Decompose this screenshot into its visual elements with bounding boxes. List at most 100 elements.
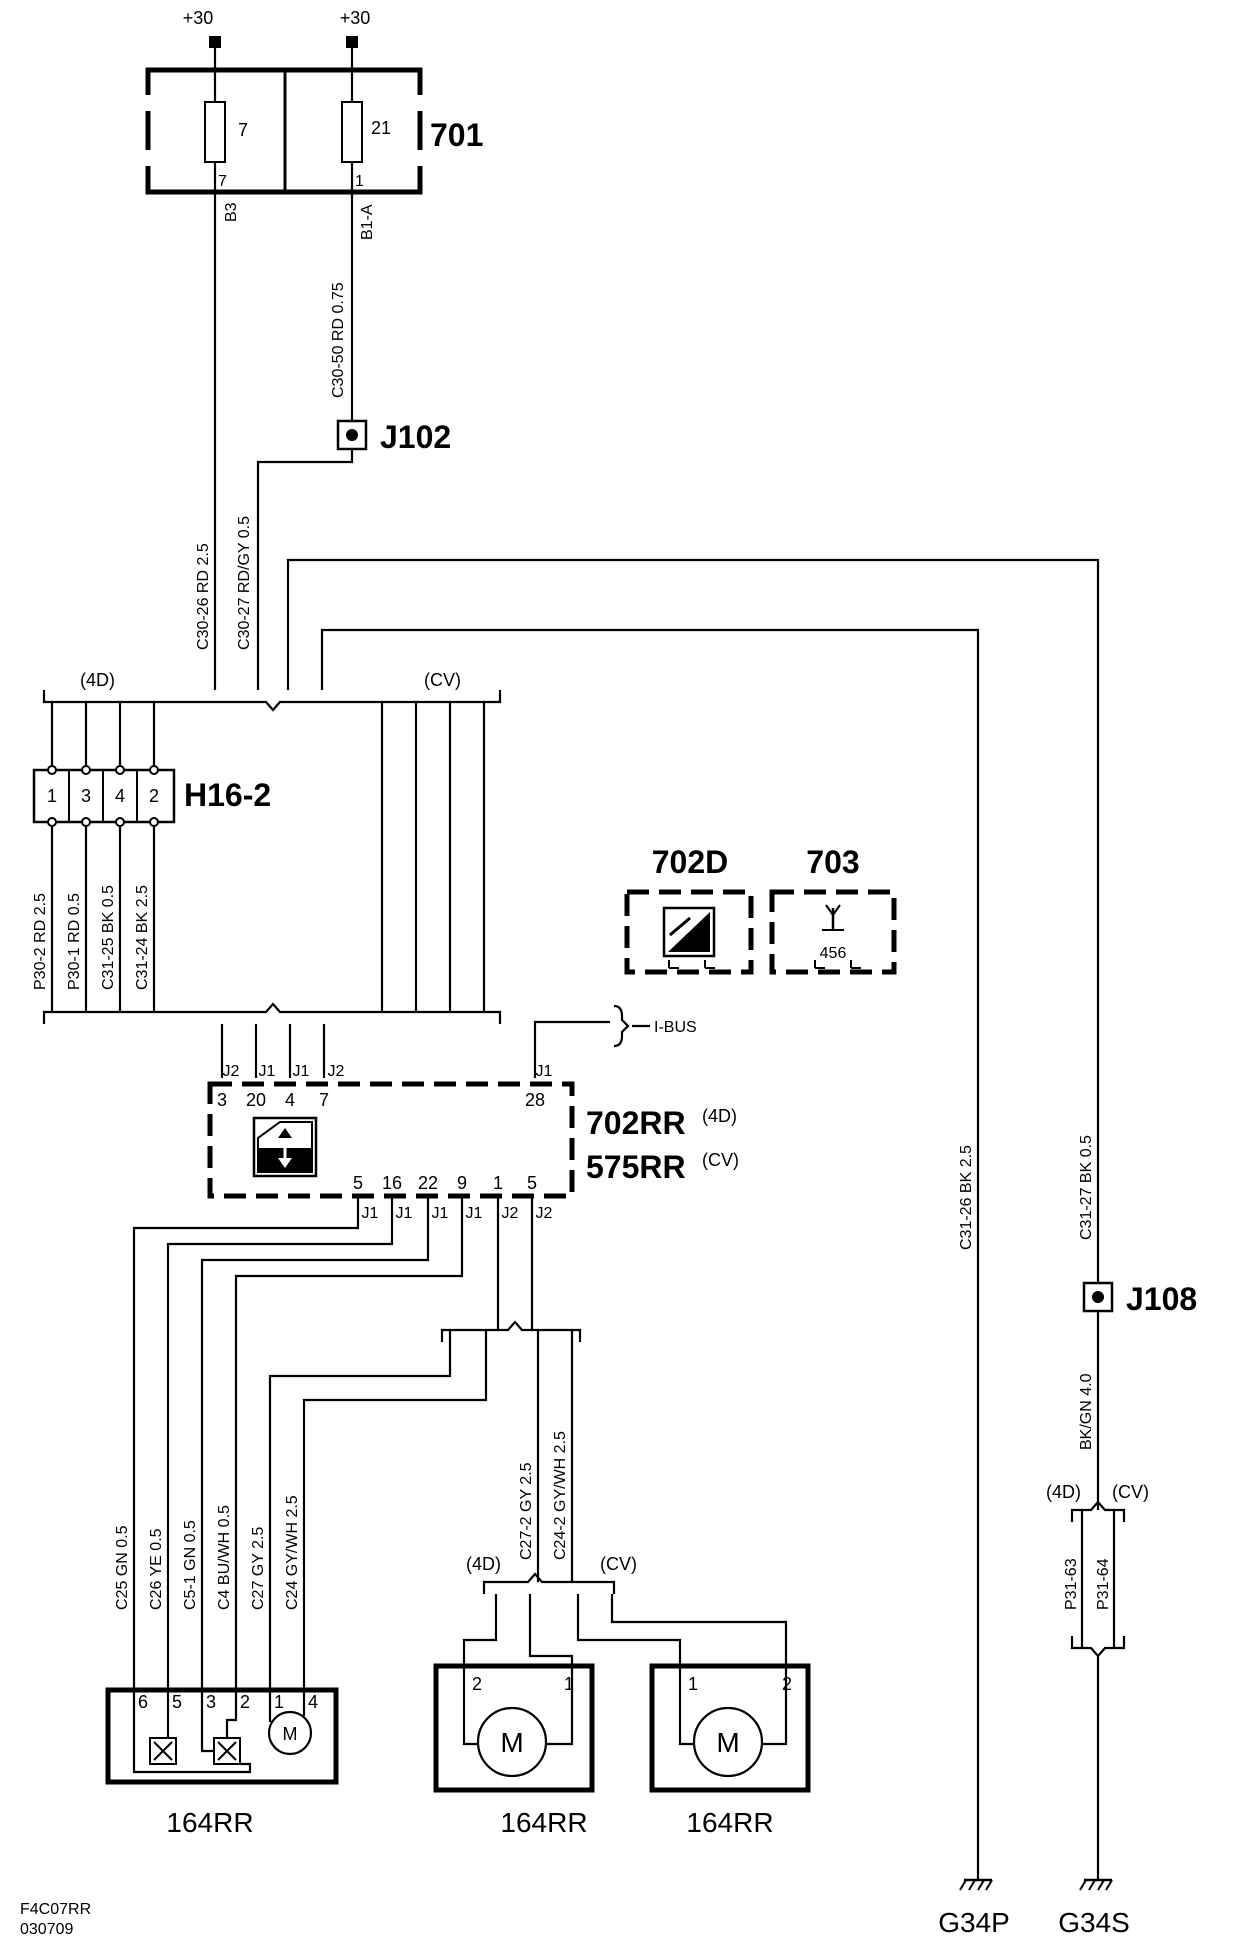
power-label-left: +30 xyxy=(183,8,214,28)
power-label-right: +30 xyxy=(340,8,371,28)
ctrl-bottom-pin: 5 xyxy=(353,1173,363,1193)
fuse-left-number: 7 xyxy=(238,120,248,140)
ctrl-bottom-conn: J1 xyxy=(362,1205,379,1222)
ctrl-top-pin: 7 xyxy=(319,1090,329,1110)
ctrl-top-conn: J2 xyxy=(223,1063,240,1080)
motor-left-pin: 1 xyxy=(274,1692,284,1712)
motor-mid-pin-a: 2 xyxy=(472,1674,482,1694)
ground-g34s-label: G34S xyxy=(1058,1907,1130,1938)
controller-label-a-suffix: (4D) xyxy=(702,1106,737,1126)
wire-label-c26: C26 YE 0.5 xyxy=(148,1528,165,1610)
wire-label-c27-2: C27-2 GY 2.5 xyxy=(518,1462,535,1560)
motor-left-pin: 2 xyxy=(240,1692,250,1712)
wire-label-p30-2: P30-2 RD 2.5 xyxy=(32,893,49,990)
wire-label-c30-26: C30-26 RD 2.5 xyxy=(195,543,212,650)
wire-label-c27: C27 GY 2.5 xyxy=(250,1527,267,1610)
motor-mid-m: M xyxy=(500,1727,523,1758)
controller-label-b: 575RR xyxy=(586,1149,686,1185)
wire-label-p31-64: P31-64 xyxy=(1095,1558,1112,1610)
fuse-right-terminal: B1-A xyxy=(359,204,376,240)
fusebox-701: 7 21 7 1 xyxy=(142,67,426,195)
wire-label-c5-1: C5-1 GN 0.5 xyxy=(182,1520,199,1610)
module-702d-label: 702D xyxy=(652,844,729,880)
wire-label-p31-63: P31-63 xyxy=(1063,1558,1080,1610)
ctrl-top-conn: J1 xyxy=(293,1063,310,1080)
motor-left-pin: 5 xyxy=(172,1692,182,1712)
variant-4d-top: (4D) xyxy=(80,670,115,690)
ibus-label: I-BUS xyxy=(654,1019,697,1036)
fusebox-id: 701 xyxy=(430,117,483,153)
motor-mid-pin-b: 1 xyxy=(564,1674,574,1694)
module-703-pin: 456 xyxy=(820,945,847,962)
ctrl-bottom-pin: 1 xyxy=(493,1173,503,1193)
variant-cv-lower: (CV) xyxy=(600,1554,637,1574)
ctrl-top-conn: J2 xyxy=(328,1063,345,1080)
power-terminal-left xyxy=(209,36,221,48)
wire-label-c31-26: C31-26 BK 2.5 xyxy=(958,1145,975,1250)
variant-4d-lower: (4D) xyxy=(466,1554,501,1574)
motor-left-pin: 3 xyxy=(206,1692,216,1712)
wire-label-c25: C25 GN 0.5 xyxy=(114,1525,131,1610)
wire-label-bkgn: BK/GN 4.0 xyxy=(1078,1373,1095,1450)
motor-right-m: M xyxy=(716,1727,739,1758)
wire-label-c24: C24 GY/WH 2.5 xyxy=(284,1495,301,1610)
ctrl-top-pin: 4 xyxy=(285,1090,295,1110)
junction-j108-label: J108 xyxy=(1126,1281,1197,1317)
wire-label-c4: C4 BU/WH 0.5 xyxy=(216,1505,233,1610)
junction-j102-label: J102 xyxy=(380,419,451,455)
ground-g34p-icon xyxy=(959,1878,993,1891)
ctrl-top-pin: 3 xyxy=(217,1090,227,1110)
h16-pin: 2 xyxy=(149,786,159,806)
fuse-left-terminal: B3 xyxy=(223,202,240,222)
variant-4d-right: (4D) xyxy=(1046,1482,1081,1502)
ctrl-bottom-pin: 22 xyxy=(418,1173,438,1193)
window-switch-icon xyxy=(662,906,716,969)
ctrl-bottom-pin: 9 xyxy=(457,1173,467,1193)
fuse-right-number: 21 xyxy=(371,118,391,138)
motor-left-pin: 4 xyxy=(308,1692,318,1712)
footer-code: F4C07RR xyxy=(20,1901,91,1918)
footer-date: 030709 xyxy=(20,1921,73,1938)
window-lift-icon xyxy=(252,1116,318,1178)
motor-right-pin-a: 1 xyxy=(688,1674,698,1694)
ctrl-bottom-conn: J2 xyxy=(536,1205,553,1222)
ctrl-bottom-conn: J1 xyxy=(396,1205,413,1222)
fuse-right-pin: 1 xyxy=(355,173,364,190)
ctrl-top-conn: J1 xyxy=(259,1063,276,1080)
ctrl-top-conn: J1 xyxy=(536,1063,553,1080)
connector-h16-label: H16-2 xyxy=(184,777,271,813)
h16-pin: 4 xyxy=(115,786,125,806)
ctrl-top-pin: 20 xyxy=(246,1090,266,1110)
window-motor-left: 6 5 3 2 1 4 M xyxy=(105,1687,339,1785)
connector-h16-2: 1 3 4 2 xyxy=(32,765,176,827)
power-terminal-right xyxy=(346,36,358,48)
ctrl-bottom-pin: 16 xyxy=(382,1173,402,1193)
wire-label-c30-50: C30-50 RD 0.75 xyxy=(330,282,347,398)
window-motor-right: 1 2 M xyxy=(649,1663,811,1793)
window-motor-middle: 2 1 M xyxy=(433,1663,595,1793)
motor-left-label: 164RR xyxy=(166,1807,253,1838)
fuse-7 xyxy=(204,101,226,163)
ctrl-bottom-conn: J1 xyxy=(432,1205,449,1222)
antenna-icon xyxy=(814,904,861,969)
ground-g34p-label: G34P xyxy=(938,1907,1010,1938)
motor-left-m: M xyxy=(283,1724,298,1744)
motor-right-label: 164RR xyxy=(686,1807,773,1838)
controller-label-a: 702RR xyxy=(586,1105,686,1141)
wire-label-c31-27: C31-27 BK 0.5 xyxy=(1078,1135,1095,1240)
motor-mid-label: 164RR xyxy=(500,1807,587,1838)
ctrl-bottom-pin: 5 xyxy=(527,1173,537,1193)
ctrl-bottom-conn: J1 xyxy=(466,1205,483,1222)
module-703-label: 703 xyxy=(806,844,859,880)
variant-cv-top: (CV) xyxy=(424,670,461,690)
controller-label-b-suffix: (CV) xyxy=(702,1150,739,1170)
ground-g34s-icon xyxy=(1079,1878,1113,1891)
fuse-left-pin: 7 xyxy=(218,173,227,190)
ctrl-bottom-conn: J2 xyxy=(502,1205,519,1222)
h16-pin: 1 xyxy=(47,786,57,806)
motor-left-pin: 6 xyxy=(138,1692,148,1712)
wire-label-c31-25: C31-25 BK 0.5 xyxy=(100,885,117,990)
fuse-21 xyxy=(341,101,363,163)
module-703 xyxy=(769,889,897,975)
